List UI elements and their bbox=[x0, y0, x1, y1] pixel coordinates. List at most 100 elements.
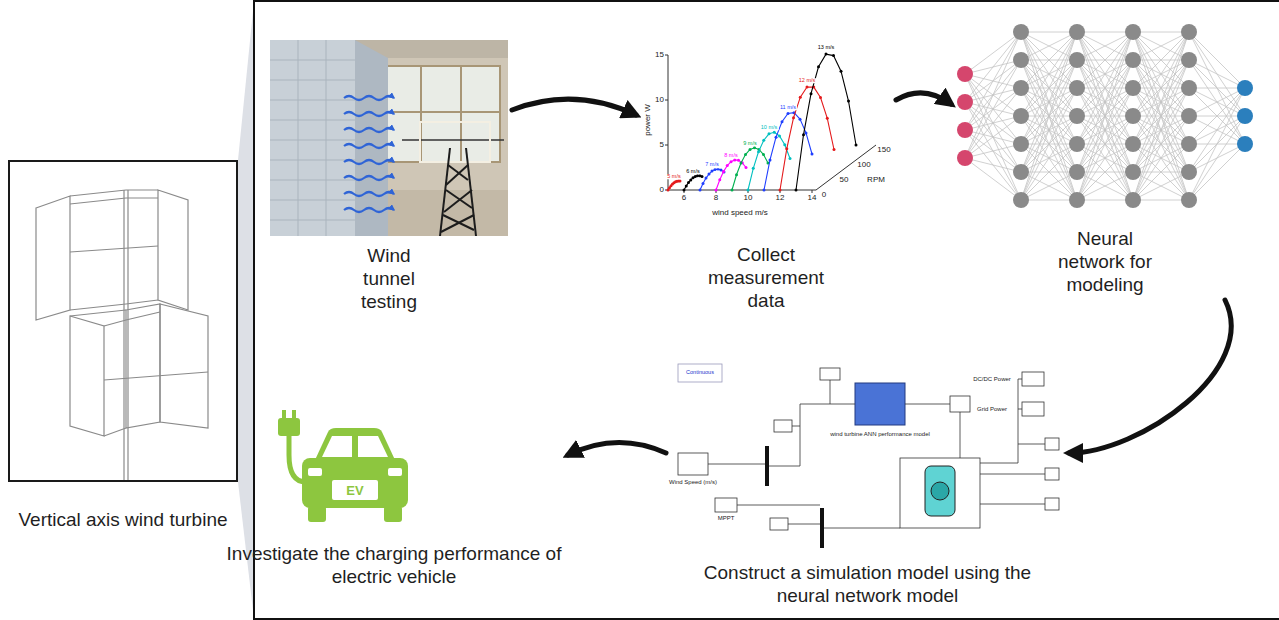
nn-link bbox=[1077, 60, 1133, 200]
nn-neuron bbox=[1181, 108, 1197, 124]
data-point bbox=[687, 181, 690, 184]
chart-label: EV bbox=[346, 484, 363, 497]
data-point bbox=[735, 173, 738, 176]
chart-label: Continuous bbox=[686, 370, 714, 376]
chart-label: 8 m/s bbox=[723, 153, 738, 159]
power-curve bbox=[700, 169, 724, 190]
nn-neuron bbox=[1069, 136, 1085, 152]
data-point bbox=[737, 159, 740, 162]
nn-link bbox=[1133, 32, 1189, 200]
nn-neuron bbox=[1125, 192, 1141, 208]
nn-link bbox=[1133, 32, 1189, 60]
wind-tunnel-photo-part bbox=[382, 111, 500, 113]
nn-link bbox=[1077, 116, 1133, 200]
nn-neuron bbox=[1013, 80, 1029, 96]
nn-link bbox=[1133, 32, 1189, 144]
ev-icon-part bbox=[292, 410, 296, 420]
nn-link bbox=[1133, 32, 1189, 200]
simulink-model-part-part bbox=[715, 498, 737, 512]
nn-neuron bbox=[1237, 108, 1253, 124]
simulink-model-part-part bbox=[960, 412, 961, 458]
art-space bbox=[224, 410, 564, 530]
wind-tunnel-photo-part-part bbox=[270, 60, 355, 61]
nn-neuron bbox=[1125, 24, 1141, 40]
chart-label: 6 m/s bbox=[685, 169, 700, 175]
nn-link bbox=[1189, 88, 1245, 200]
data-point bbox=[802, 133, 805, 136]
data-point bbox=[708, 172, 711, 175]
data-point bbox=[733, 158, 736, 161]
power-chart-part-part bbox=[816, 145, 876, 190]
nn-neuron bbox=[1069, 192, 1085, 208]
nn-link bbox=[1189, 88, 1245, 172]
wind-tunnel-photo-part-part bbox=[344, 96, 394, 100]
chart-label: Grid Power bbox=[977, 406, 1007, 412]
wind-tunnel-photo-part bbox=[440, 148, 476, 236]
process-step: Investigate the charging performance of … bbox=[224, 410, 564, 588]
nn-neuron bbox=[1181, 80, 1197, 96]
simulink-model-part-part bbox=[1022, 402, 1044, 416]
nn-neuron bbox=[1237, 136, 1253, 152]
nn-link bbox=[1189, 60, 1245, 144]
nn-link bbox=[965, 116, 1021, 158]
data-point bbox=[752, 167, 755, 170]
nn-neuron bbox=[1125, 52, 1141, 68]
nn-link bbox=[1077, 144, 1133, 200]
power-chart-part-part bbox=[665, 145, 668, 146]
data-point bbox=[715, 189, 718, 192]
nn-link bbox=[1021, 144, 1077, 200]
wind-tunnel-photo-part-part bbox=[344, 128, 394, 132]
turbine-drawing-part-part bbox=[104, 428, 126, 436]
nn-link bbox=[1189, 144, 1245, 200]
nn-link bbox=[1189, 32, 1245, 88]
wind-tunnel-photo-part-part bbox=[344, 112, 394, 116]
process-step: Construct a simulation model using the n… bbox=[670, 358, 1065, 607]
nn-link bbox=[1189, 116, 1245, 200]
data-point bbox=[847, 100, 850, 103]
simulink-model-part-part bbox=[1018, 444, 1045, 445]
nn-link bbox=[1021, 172, 1077, 200]
nn-link bbox=[1189, 88, 1245, 144]
nn-link bbox=[1133, 116, 1189, 200]
power-chart-part-part bbox=[668, 55, 669, 190]
nn-neuron bbox=[1069, 52, 1085, 68]
nn-link bbox=[1077, 32, 1133, 200]
data-point bbox=[825, 53, 828, 56]
nn-link bbox=[1021, 116, 1077, 200]
chart-label: 150 bbox=[877, 146, 890, 154]
ev-icon-part bbox=[332, 480, 378, 500]
nn-link bbox=[1133, 32, 1189, 60]
flow-arrow bbox=[1069, 300, 1231, 453]
nn-link bbox=[1077, 32, 1133, 116]
simulink-model-part-part bbox=[824, 528, 900, 529]
flow-arrow bbox=[512, 99, 636, 115]
ev-icon-part bbox=[384, 506, 402, 522]
step-caption: Construct a simulation model using the n… bbox=[683, 561, 1053, 607]
turbine-drawing-part-part bbox=[70, 246, 158, 252]
zoom-wedge bbox=[238, 1, 254, 619]
simulink-model-part-part bbox=[980, 504, 1045, 505]
nn-neuron bbox=[1181, 24, 1197, 40]
nn-link bbox=[1077, 60, 1133, 200]
turbine-drawing-part bbox=[9, 161, 237, 481]
wind-tunnel-photo-part bbox=[270, 40, 355, 236]
turbine-drawing-part-part bbox=[158, 190, 188, 310]
data-point bbox=[795, 189, 798, 192]
nn-link bbox=[1133, 172, 1189, 200]
nn-link bbox=[1133, 32, 1189, 33]
nn-link bbox=[965, 102, 1021, 200]
chart-label: 6 bbox=[682, 194, 686, 202]
data-point bbox=[717, 168, 720, 171]
simulink-model bbox=[678, 364, 1059, 548]
nn-neuron bbox=[1013, 192, 1029, 208]
nn-link bbox=[1077, 144, 1133, 200]
data-point bbox=[720, 168, 723, 171]
nn-link bbox=[965, 32, 1021, 102]
flow-arrow bbox=[896, 93, 951, 104]
data-point bbox=[701, 175, 704, 178]
wind-tunnel-photo-part-part bbox=[270, 220, 355, 221]
wind-tunnel-photo-part-part bbox=[270, 80, 355, 81]
nn-link bbox=[1021, 60, 1077, 200]
nn-link bbox=[1133, 32, 1189, 172]
nn-link bbox=[1021, 32, 1077, 200]
